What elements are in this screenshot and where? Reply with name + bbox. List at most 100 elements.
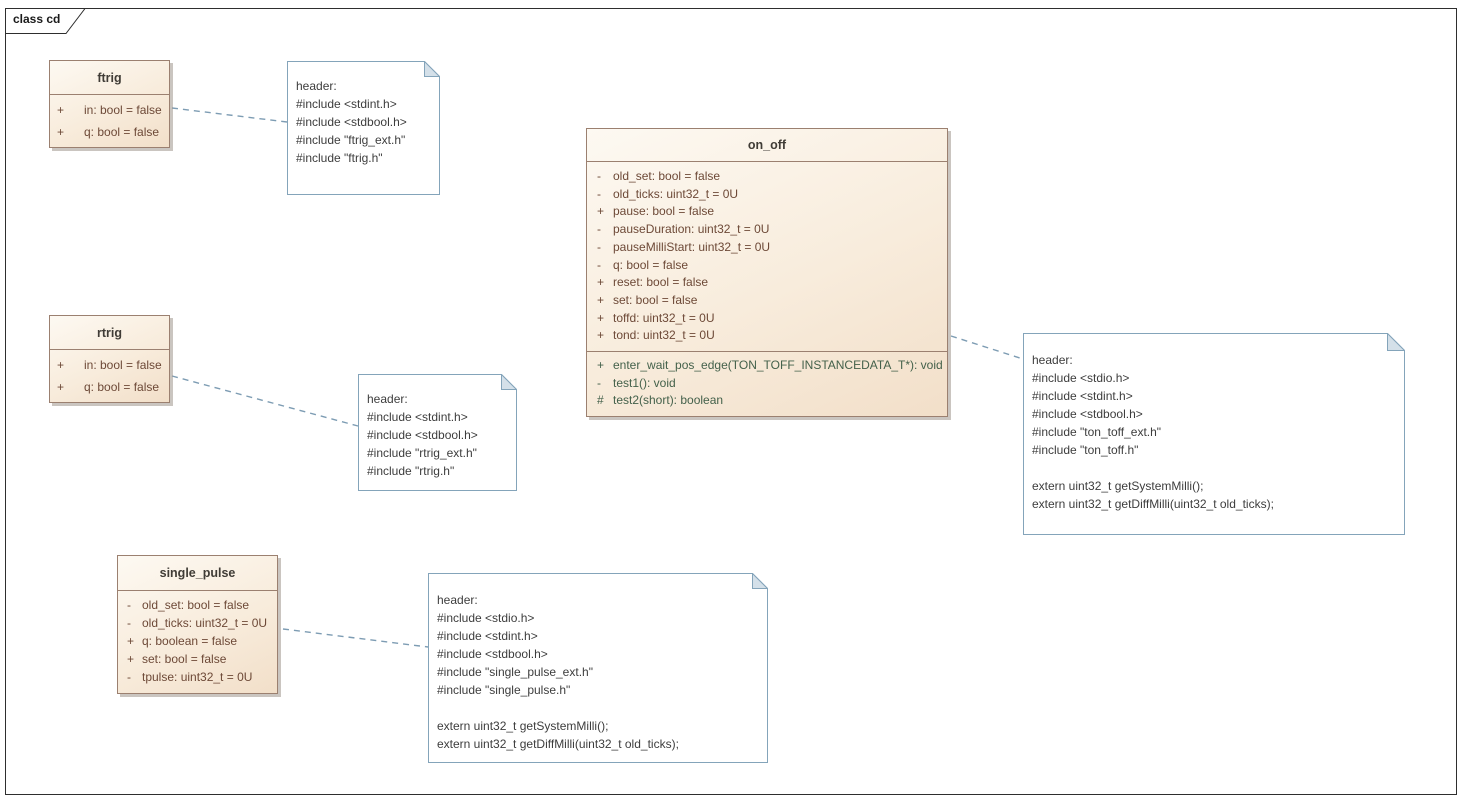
attribute-row: - tpulse: uint32_t = 0U [118,668,277,686]
note-line: extern uint32_t getDiffMilli(uint32_t ol… [437,737,679,751]
visibility-marker: + [597,328,605,343]
connector-ftrig-note[interactable] [171,107,288,123]
note-line: #include "ton_toff.h" [1032,443,1139,457]
note-shape [1023,333,1405,535]
attribute-text: q: boolean = false [142,634,238,648]
note-line [437,699,760,717]
visibility-marker: + [597,292,605,307]
attribute-row: + set: bool = false [587,292,947,310]
class-ftrig[interactable]: ftrig + in: bool = false + q: bool = fal… [49,60,170,148]
note-line: header: [367,392,408,406]
note-fold-corner-icon [501,374,517,390]
diagram-frame [5,8,1457,795]
attribute-row: - pauseDuration: uint32_t = 0U [587,221,947,239]
visibility-marker: + [57,380,65,394]
connector-onoff-note[interactable] [950,335,1024,360]
visibility-marker: - [597,169,601,183]
class-ftrig-title: ftrig [50,61,169,95]
operation-text: test1(): void [613,375,676,390]
frame-tab-shape [5,8,87,34]
operation-row: - test1(): void [587,375,947,393]
note-text: header: #include <stdint.h> #include <st… [287,61,440,195]
attribute-row: + q: bool = false [50,121,169,143]
attribute-row: + in: bool = false [50,354,169,376]
attribute-text: pauseDuration: uint32_t = 0U [613,222,770,237]
note-line: extern uint32_t getSystemMilli(); [1032,479,1204,493]
class-rtrig[interactable]: rtrig + in: bool = false + q: bool = fal… [49,315,170,403]
note-fold-corner-icon [1387,333,1405,351]
operation-text: test2(short): boolean [613,393,724,407]
attribute-text: old_ticks: uint32_t = 0U [142,616,268,630]
visibility-marker: + [597,310,605,325]
class-rtrig-attributes: + in: bool = false + q: bool = false [50,350,169,402]
note-line: #include <stdint.h> [296,97,397,111]
attribute-text: tond: uint32_t = 0U [613,328,715,343]
attribute-text: tpulse: uint32_t = 0U [142,670,253,684]
attribute-row: - q: bool = false [587,257,947,275]
class-on-off-attributes: - old_set: bool = false - old_ticks: uin… [587,162,947,351]
visibility-marker: - [127,598,131,612]
note-line: #include <stdbool.h> [296,115,407,129]
attribute-row: + tond: uint32_t = 0U [587,327,947,345]
note-line: header: [1032,353,1073,367]
operation-row: + enter_wait_pos_edge(TON_TOFF_INSTANCED… [587,357,947,375]
attribute-text: pause: bool = false [613,204,715,219]
note-line: #include "ftrig_ext.h" [296,133,406,147]
visibility-marker: - [597,257,601,272]
diagram-frame-tab: class cd [5,8,89,34]
class-on-off-title: on_off [587,129,947,162]
operation-text: enter_wait_pos_edge(TON_TOFF_INSTANCEDAT… [613,358,943,372]
attribute-row: + toffd: uint32_t = 0U [587,310,947,328]
attribute-text: pauseMilliStart: uint32_t = 0U [613,239,771,254]
note-line: #include <stdbool.h> [367,428,478,442]
note-line: #include "rtrig_ext.h" [367,446,477,460]
frame-tab-label: class cd [13,12,61,26]
attribute-row: - old_ticks: uint32_t = 0U [587,186,947,204]
class-single-pulse[interactable]: single_pulse - old_set: bool = false - o… [117,555,278,694]
visibility-marker: + [597,204,605,219]
visibility-marker: - [597,186,601,201]
note-line: #include "ton_toff_ext.h" [1032,425,1162,439]
note-line: #include "rtrig.h" [367,464,455,478]
attribute-text: old_set: bool = false [142,598,250,612]
attribute-text: set: bool = false [142,652,227,666]
attribute-row: - old_set: bool = false [118,596,277,614]
attribute-row: - old_ticks: uint32_t = 0U [118,614,277,632]
note-shape [287,61,440,195]
visibility-marker: # [597,393,604,407]
visibility-marker: + [57,103,65,117]
attribute-text: toffd: uint32_t = 0U [613,310,715,325]
visibility-marker: + [127,634,135,648]
attribute-text: in: bool = false [84,103,162,117]
attribute-text: q: bool = false [84,125,160,139]
note-line: #include <stdbool.h> [1032,407,1143,421]
note-line: #include <stdint.h> [437,629,538,643]
note-line: #include <stdint.h> [1032,389,1133,403]
connector-singlepulse-note[interactable] [282,628,429,648]
note-text: header: #include <stdio.h> #include <std… [1023,333,1405,535]
note-text: header: #include <stdio.h> #include <std… [428,573,768,763]
note-single-pulse-header[interactable]: header: #include <stdio.h> #include <std… [428,573,768,763]
visibility-marker: + [57,358,65,372]
attribute-row: + q: boolean = false [118,632,277,650]
visibility-marker: + [597,358,605,372]
note-line: extern uint32_t getSystemMilli(); [437,719,609,733]
class-single-pulse-title: single_pulse [118,556,277,591]
note-line: #include "single_pulse.h" [437,683,571,697]
class-on-off[interactable]: on_off - old_set: bool = false - old_tic… [586,128,948,417]
note-text: header: #include <stdint.h> #include <st… [358,374,517,491]
note-onoff-header[interactable]: header: #include <stdio.h> #include <std… [1023,333,1405,535]
note-ftrig-header[interactable]: header: #include <stdint.h> #include <st… [287,61,440,195]
note-line: #include "single_pulse_ext.h" [437,665,593,679]
visibility-marker: + [57,125,65,139]
note-rtrig-header[interactable]: header: #include <stdint.h> #include <st… [358,374,517,491]
attribute-text: q: bool = false [613,257,689,272]
attribute-text: q: bool = false [84,380,160,394]
note-shape [428,573,768,763]
attribute-row: + reset: bool = false [587,274,947,292]
attribute-text: old_set: bool = false [613,169,721,183]
note-fold-corner-icon [752,573,768,589]
attribute-row: + in: bool = false [50,99,169,121]
